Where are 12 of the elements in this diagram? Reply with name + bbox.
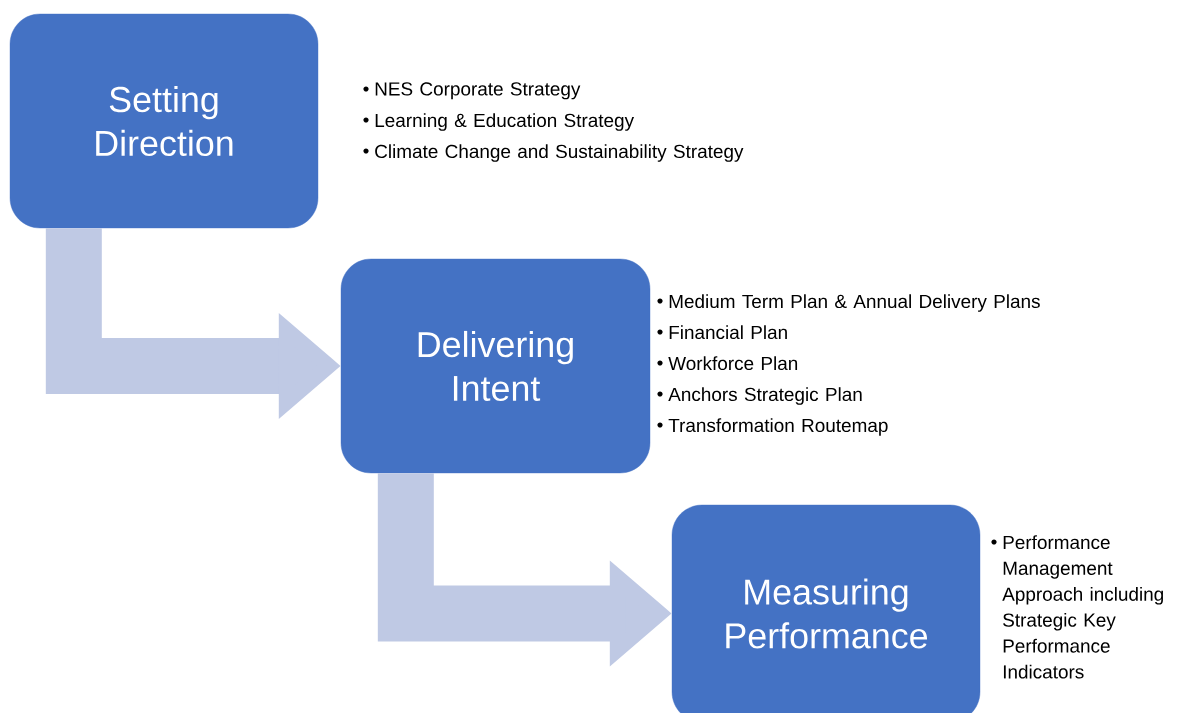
list-item: Learning & Education Strategy: [363, 113, 634, 131]
list-item: Performance Management Approach including Strategic Key Performance Indicators: [991, 535, 1163, 679]
list-item: Workforce Plan: [657, 356, 798, 371]
list-item: Transformation Routemap: [657, 418, 888, 436]
list-item: Financial Plan: [657, 325, 787, 340]
process-box: Setting Direction: [9, 13, 319, 229]
list-item: Anchors Strategic Plan: [657, 387, 862, 405]
list-item: Medium Term Plan & Annual Delivery Plans: [657, 294, 1040, 312]
list-item: Climate Change and Sustainability Strategy: [363, 144, 744, 162]
list-item: NES Corporate Strategy: [363, 82, 581, 100]
process-box: Delivering Intent: [340, 258, 651, 474]
process-box: Measuring Performance: [671, 504, 981, 713]
